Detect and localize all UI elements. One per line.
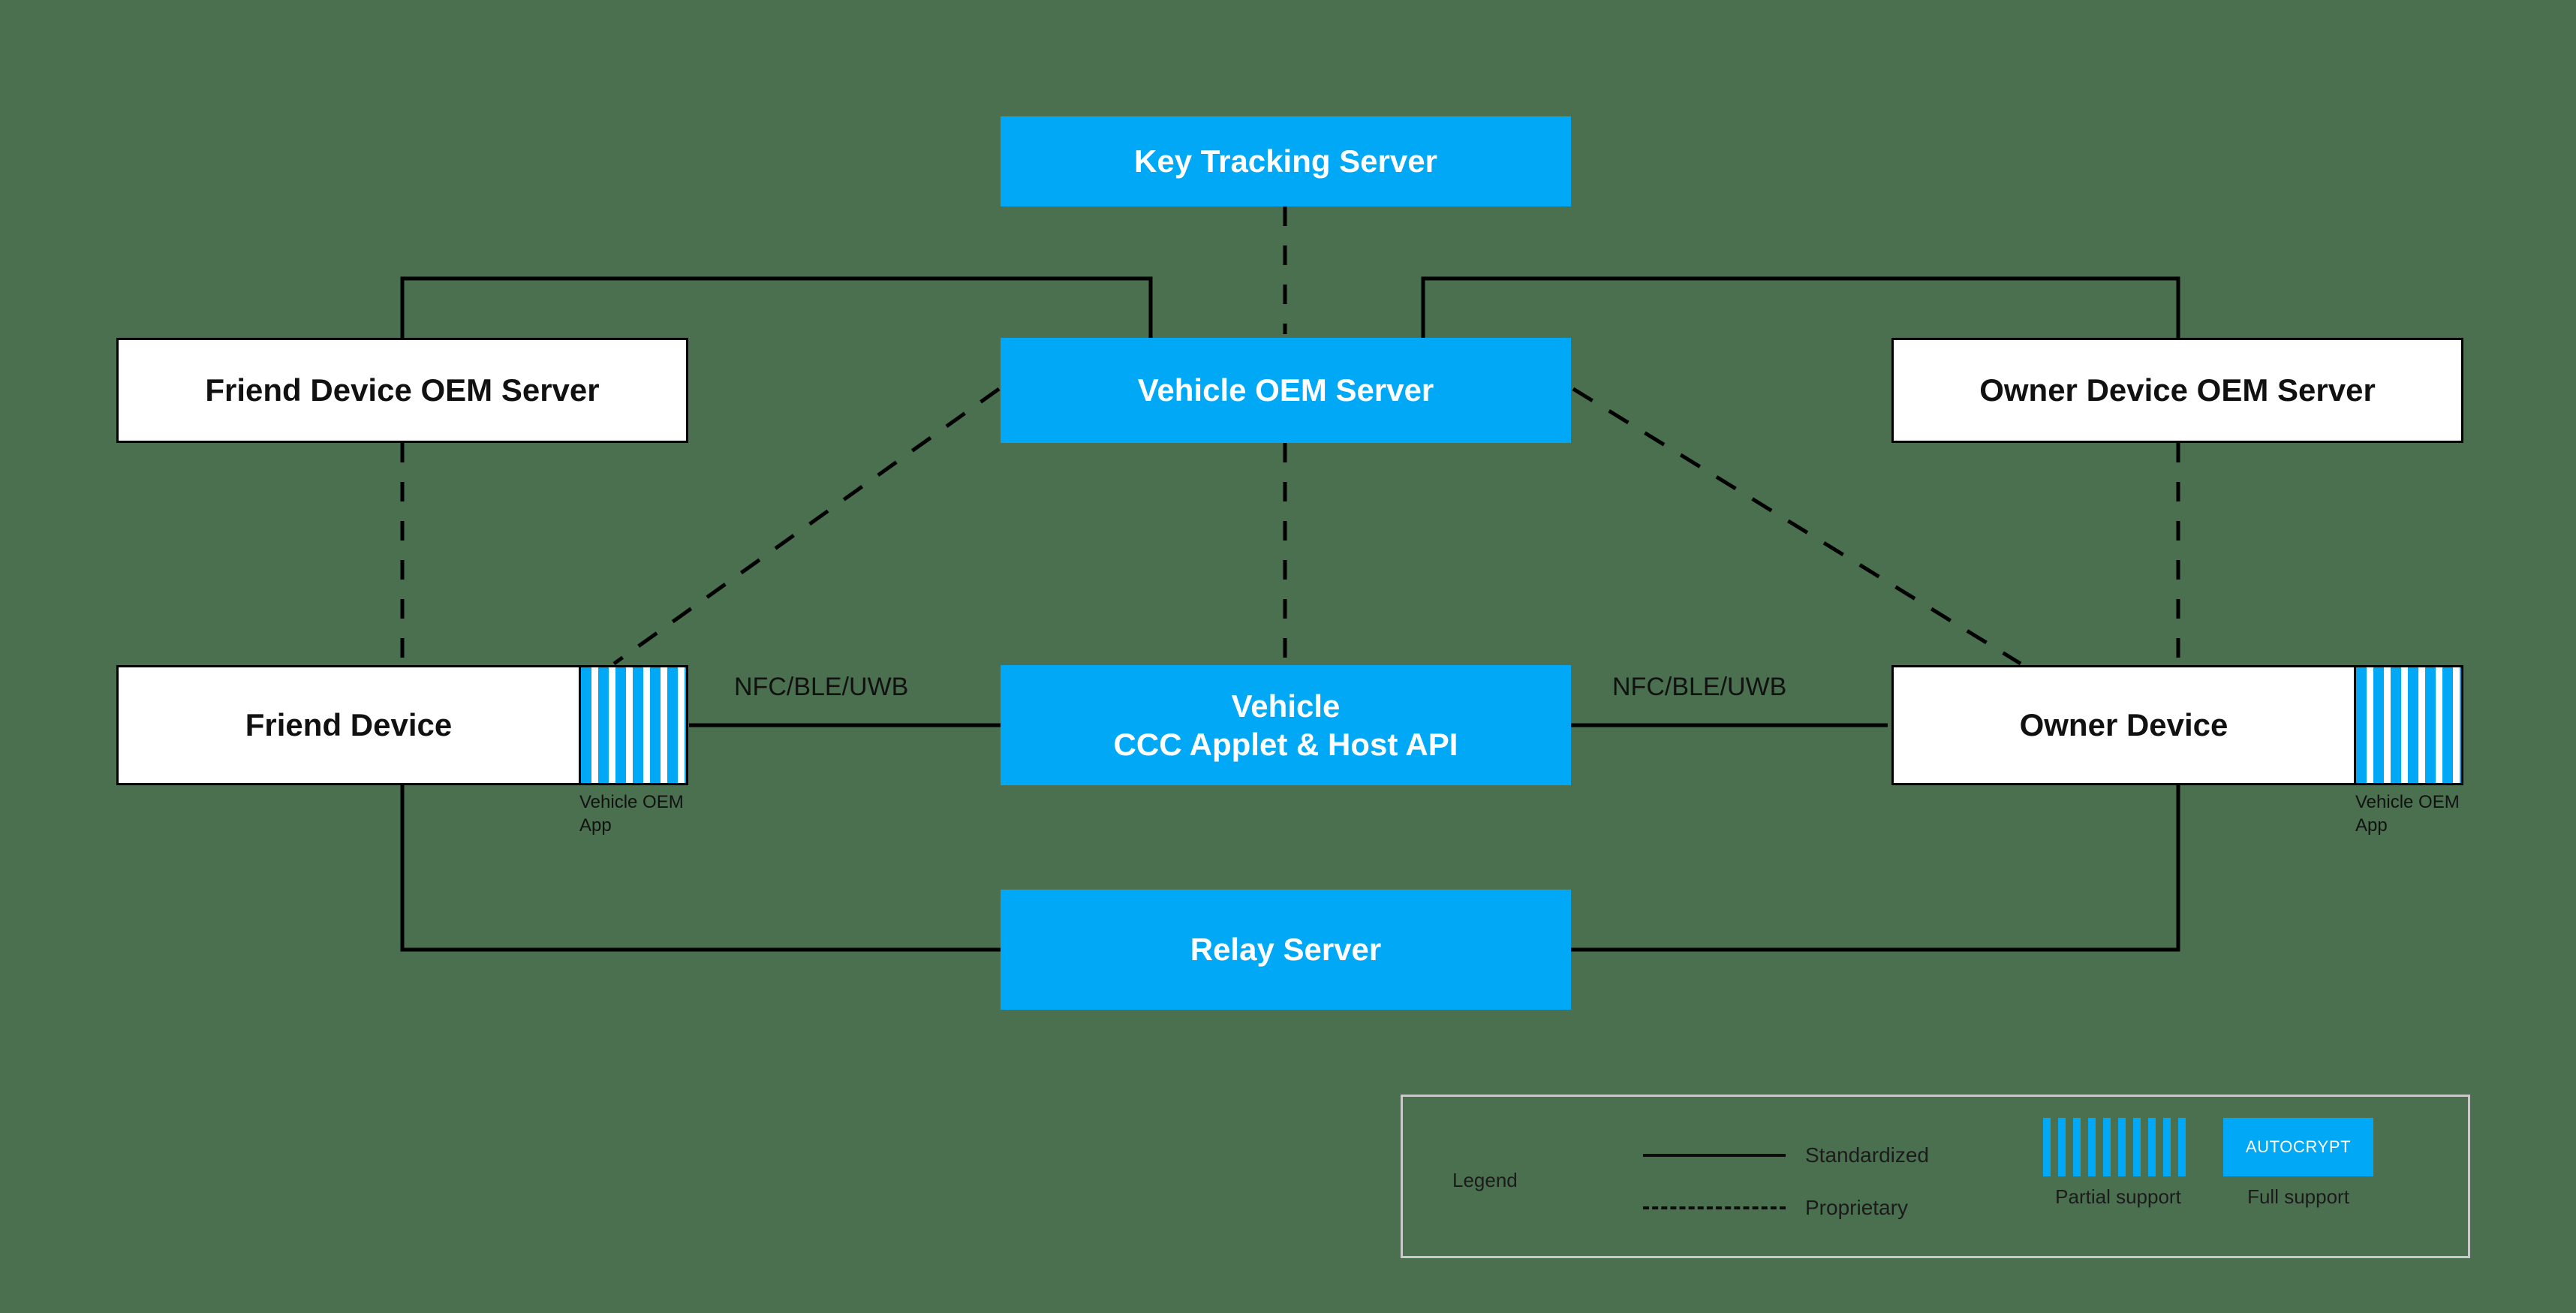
node-vehicle-label-line1: Vehicle xyxy=(1231,688,1341,724)
node-vehicle[interactable]: Vehicle CCC Applet & Host API xyxy=(1001,665,1571,785)
wire-friend-oem-to-vehicle-oem xyxy=(400,276,1153,338)
legend-proprietary-label: Proprietary xyxy=(1805,1196,1908,1219)
legend-block-partial-support: Partial support xyxy=(2039,1118,2197,1209)
node-friend-device-oem-server[interactable]: Friend Device OEM Server xyxy=(116,338,688,443)
legend-full-support-label: Full support xyxy=(2247,1185,2349,1208)
partial-support-swatch-icon xyxy=(2043,1118,2193,1176)
wire-vehicle-oem-to-owner-oem xyxy=(1421,276,2180,338)
node-vehicle-label-line2: CCC Applet & Host API xyxy=(1113,727,1458,762)
legend-panel: Legend Standardized Proprietary Partial … xyxy=(1401,1095,2470,1258)
node-relay-server[interactable]: Relay Server xyxy=(1001,890,1571,1010)
node-vehicle-oem-server-label: Vehicle OEM Server xyxy=(1137,372,1434,408)
full-support-swatch-icon: AUTOCRYPT xyxy=(2223,1118,2373,1176)
node-owner-device-oem-server-label: Owner Device OEM Server xyxy=(1979,372,2376,408)
wire-owner-device-to-relay xyxy=(1571,785,2180,952)
dashed-line-icon xyxy=(1643,1206,1786,1209)
edge-label-left-radio: NFC/BLE/UWB xyxy=(734,673,909,701)
node-friend-device-oem-server-label: Friend Device OEM Server xyxy=(205,372,600,408)
node-owner-device-oem-server[interactable]: Owner Device OEM Server xyxy=(1891,338,2463,443)
legend-standardized-label: Standardized xyxy=(1805,1143,1930,1167)
node-friend-device[interactable]: Friend Device xyxy=(116,665,688,785)
autocrypt-brand-label: AUTOCRYPT xyxy=(2245,1137,2352,1156)
node-relay-server-label: Relay Server xyxy=(1190,932,1382,968)
node-owner-device[interactable]: Owner Device xyxy=(1891,665,2463,785)
legend-partial-support-label: Partial support xyxy=(2055,1185,2181,1208)
legend-block-full-support: AUTOCRYPT Full support xyxy=(2219,1118,2377,1209)
friend-device-app-caption: Vehicle OEM App xyxy=(579,792,684,836)
solid-line-icon xyxy=(1643,1154,1786,1157)
legend-row-standardized: Standardized xyxy=(1643,1143,1929,1167)
friend-device-oem-app-stripes xyxy=(579,667,686,783)
node-friend-device-label: Friend Device xyxy=(245,707,453,742)
edge-label-right-radio: NFC/BLE/UWB xyxy=(1612,673,1787,701)
legend-title: Legend xyxy=(1452,1169,1518,1191)
node-key-tracking-server[interactable]: Key Tracking Server xyxy=(1001,116,1571,206)
node-key-tracking-server-label: Key Tracking Server xyxy=(1134,143,1437,179)
node-vehicle-oem-server[interactable]: Vehicle OEM Server xyxy=(1001,338,1571,443)
owner-device-oem-app-stripes xyxy=(2354,667,2461,783)
legend-row-proprietary: Proprietary xyxy=(1643,1196,1908,1220)
owner-device-app-caption: Vehicle OEM App xyxy=(2355,792,2460,836)
node-owner-device-label: Owner Device xyxy=(2019,707,2228,742)
